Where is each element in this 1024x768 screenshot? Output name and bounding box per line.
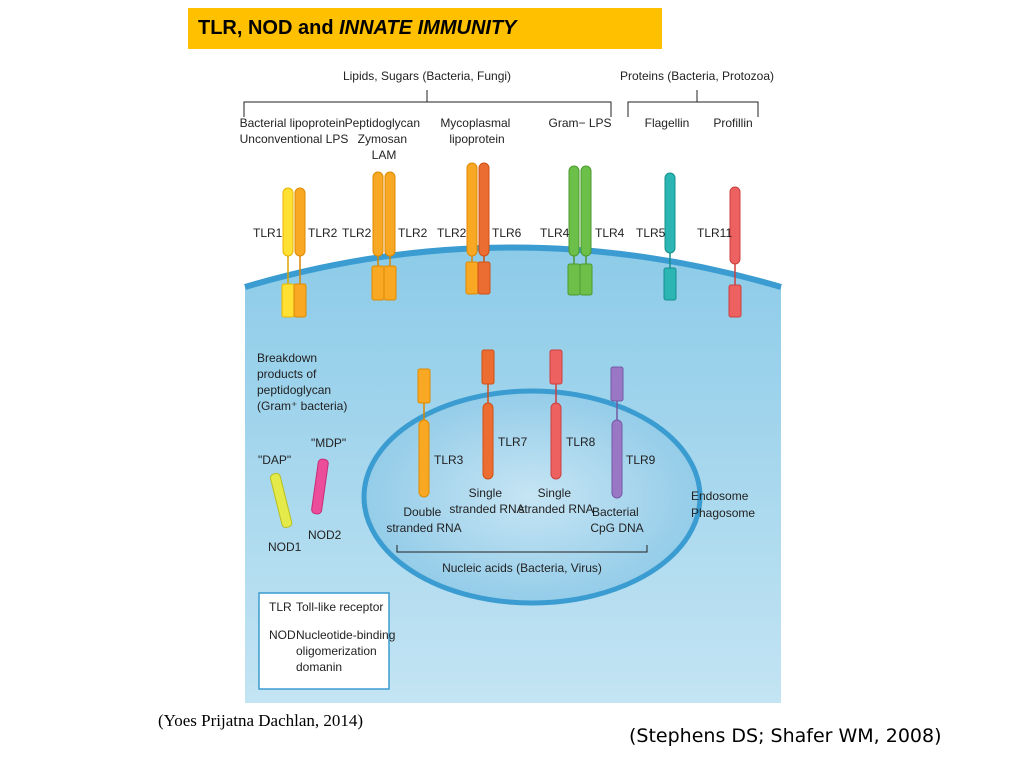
legend-box: TLR Toll-like receptor NOD Nucleotide-bi… xyxy=(258,592,399,690)
tlr2-label-myco: TLR2 xyxy=(437,226,467,240)
tlr9-receptor xyxy=(610,366,624,499)
caption-right: (Stephens DS; Shafer WM, 2008) xyxy=(629,725,942,747)
legend-nod-text: Nucleotide-binding oligomerization doman… xyxy=(296,628,399,674)
tlr3-label: TLR3 xyxy=(434,453,464,467)
ligand-peptidoglycan: Peptidoglycan Zymosan LAM xyxy=(345,116,424,162)
ligand-bacterial-lipoprotein: Bacterial lipoprotein Unconventional LPS xyxy=(240,116,349,146)
tlr2-receptor xyxy=(293,187,307,318)
legend-tlr-text: Toll-like receptor xyxy=(296,600,383,614)
title-banner: TLR, NOD and INNATE IMMUNITY xyxy=(188,8,662,49)
ligand-mycoplasmal-lipoprotein: Mycoplasmal lipoprotein xyxy=(440,116,513,146)
tlr5-label: TLR5 xyxy=(636,226,666,240)
tlr4-homodimer xyxy=(567,165,593,296)
caption-left: (Yoes Prijatna Dachlan, 2014) xyxy=(158,711,364,730)
plasma-membrane xyxy=(244,244,782,290)
nucleic-bracket xyxy=(396,545,648,553)
tlr2-tlr6-heterodimer xyxy=(465,162,491,295)
ligand-ssrna-tlr7: Single stranded RNA xyxy=(449,486,524,516)
ligand-gram-lps: Gram− LPS xyxy=(548,116,611,130)
tlr6-label: TLR6 xyxy=(492,226,522,240)
breakdown-label: Breakdown products of peptidoglycan (Gra… xyxy=(257,351,347,413)
ligand-flagellin: Flagellin xyxy=(645,116,690,130)
tlr9-label: TLR9 xyxy=(626,453,656,467)
proteins-bracket xyxy=(627,90,759,117)
tlr1-receptor xyxy=(281,187,295,318)
tlr2-label-left: TLR2 xyxy=(342,226,372,240)
lipids-bracket xyxy=(243,90,612,117)
tlr4-label-left: TLR4 xyxy=(540,226,570,240)
legend-tlr-abbr: TLR xyxy=(269,600,292,614)
nod2-shape xyxy=(311,458,329,515)
ligand-dsrna: Double stranded RNA xyxy=(386,505,461,535)
lipids-label: Lipids, Sugars (Bacteria, Fungi) xyxy=(343,69,511,83)
tlr2-label: TLR2 xyxy=(308,226,338,240)
tlr1-label: TLR1 xyxy=(253,226,283,240)
ligand-profillin: Profillin xyxy=(713,116,752,130)
tlr7-label: TLR7 xyxy=(498,435,528,449)
tlr11-label: TLR11 xyxy=(697,226,732,240)
nod1-shape xyxy=(269,472,293,529)
tlr5-receptor xyxy=(663,172,677,301)
nod1-label: NOD1 xyxy=(268,540,302,554)
ligand-cpg-dna: Bacterial CpG DNA xyxy=(590,505,643,535)
tlr3-receptor xyxy=(417,368,431,498)
nucleic-label: Nucleic acids (Bacteria, Virus) xyxy=(442,561,602,575)
title-italic: INNATE IMMUNITY xyxy=(339,17,517,39)
tlr8-label: TLR8 xyxy=(566,435,596,449)
tlr2-label-right: TLR2 xyxy=(398,226,428,240)
tlr8-receptor xyxy=(549,349,563,480)
dap-label: "DAP" xyxy=(258,453,291,467)
title-main: TLR, NOD and xyxy=(198,17,334,39)
endosome-label: Endosome Phagosome xyxy=(691,489,755,520)
tlr2-homodimer xyxy=(371,171,397,301)
legend-nod-abbr: NOD xyxy=(269,628,296,642)
nod2-label: NOD2 xyxy=(308,528,342,542)
proteins-label: Proteins (Bacteria, Protozoa) xyxy=(620,69,774,83)
mdp-label: "MDP" xyxy=(311,436,346,450)
tlr11-receptor xyxy=(728,186,742,318)
page-title: TLR, NOD and INNATE IMMUNITY xyxy=(198,17,517,40)
tlr7-receptor xyxy=(481,349,495,480)
ligand-ssrna-tlr8: Single stranded RNA xyxy=(518,486,593,516)
tlr4-label-right: TLR4 xyxy=(595,226,625,240)
